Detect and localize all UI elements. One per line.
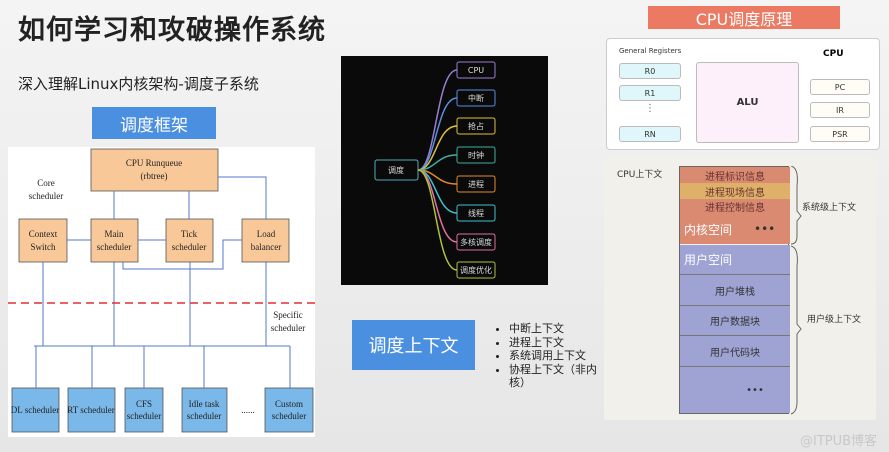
user-space-label: 用户空间 bbox=[680, 245, 790, 275]
process-context-stack: CPU上下文 进程标识信息 进程现场信息 进程控制信息 内核空间 ••• 用户空间… bbox=[604, 156, 876, 420]
load-balancer-box bbox=[241, 218, 290, 263]
user-dots: ••• bbox=[680, 367, 790, 413]
stack-row: 用户代码块 bbox=[680, 336, 790, 367]
mindmap-node: 线程 bbox=[468, 208, 484, 218]
watermark: @ITPUB博客 bbox=[800, 434, 878, 449]
mindmap-node: 进程 bbox=[468, 180, 484, 189]
mindmap-branch bbox=[417, 125, 458, 171]
svg-text:scheduler: scheduler bbox=[97, 242, 131, 252]
svg-text:scheduler: scheduler bbox=[29, 191, 63, 201]
mindmap-node-box bbox=[456, 204, 496, 222]
stack-row: 用户数据块 bbox=[680, 306, 790, 336]
svg-text:balancer: balancer bbox=[251, 242, 281, 252]
stack-row: 进程现场信息 bbox=[680, 183, 790, 199]
mindmap-node-box bbox=[456, 261, 496, 279]
list-item: 协程上下文（非内核） bbox=[509, 363, 607, 390]
list-item: 中断上下文 bbox=[509, 322, 607, 336]
mindmap-branch bbox=[417, 69, 458, 171]
context-switch-box bbox=[18, 218, 68, 263]
svg-text:CPU Runqueue: CPU Runqueue bbox=[126, 158, 182, 168]
kernel-space-label: 内核空间 bbox=[684, 222, 733, 237]
framework-label: 调度框架 bbox=[92, 107, 216, 139]
page-title: 如何学习和攻破操作系统 bbox=[18, 15, 326, 46]
svg-text:scheduler: scheduler bbox=[272, 411, 306, 421]
svg-text:CFS: CFS bbox=[136, 399, 152, 409]
svg-text:Idle task: Idle task bbox=[189, 399, 220, 409]
register-pc: PC bbox=[810, 79, 870, 95]
mindmap-node: 时钟 bbox=[468, 150, 484, 160]
cpu-context-label: CPU上下文 bbox=[617, 170, 663, 180]
kernel-dots: ••• bbox=[754, 222, 776, 236]
alu-box: ALU bbox=[696, 62, 799, 143]
mindmap-node-box bbox=[456, 61, 496, 79]
mindmap-node: 抢占 bbox=[468, 121, 484, 131]
general-registers-label: General Registers bbox=[619, 47, 682, 55]
mindmap-branch bbox=[417, 169, 458, 271]
mindmap-center: 调度 bbox=[388, 165, 404, 175]
svg-text:DL scheduler: DL scheduler bbox=[11, 405, 59, 415]
tick-scheduler-box bbox=[165, 218, 214, 263]
register-ellipsis: ⋮ bbox=[645, 103, 655, 114]
mindmap-node-box bbox=[456, 175, 496, 193]
svg-text:Core: Core bbox=[37, 178, 55, 188]
register-r1: R1 bbox=[619, 85, 681, 101]
user-context-label: 用户级上下文 bbox=[807, 315, 862, 325]
svg-text:Switch: Switch bbox=[30, 242, 56, 252]
stack-row: 进程标识信息 bbox=[680, 167, 790, 183]
register-rn: RN bbox=[619, 126, 681, 142]
stack-row: 进程控制信息 bbox=[680, 199, 790, 214]
svg-text:(rbtree): (rbtree) bbox=[141, 171, 168, 181]
mindmap-branch bbox=[417, 97, 458, 171]
mindmap-node: 多核调度 bbox=[460, 237, 492, 247]
svg-text:Main: Main bbox=[105, 229, 124, 239]
list-item: 系统调用上下文 bbox=[509, 349, 607, 363]
cpu-label: CPU bbox=[823, 49, 844, 59]
subtitle: 深入理解Linux内核架构-调度子系统 bbox=[18, 75, 259, 93]
context-list: 中断上下文 进程上下文 系统调用上下文 协程上下文（非内核） bbox=[497, 322, 607, 390]
mindmap-node: 调度优化 bbox=[460, 265, 492, 275]
mindmap-node: 中断 bbox=[468, 93, 484, 103]
main-scheduler-box bbox=[90, 218, 139, 263]
mindmap-node-box bbox=[456, 233, 496, 251]
scheduler-framework-diagram: CPU Runqueue (rbtree) Core scheduler Speci… bbox=[8, 147, 315, 437]
svg-text:Context: Context bbox=[29, 229, 58, 239]
svg-text:scheduler: scheduler bbox=[187, 411, 221, 421]
cpu-diagram: General Registers R0 R1 ⋮ RN ALU CPU PC … bbox=[606, 38, 880, 150]
svg-text:Specific: Specific bbox=[273, 310, 303, 320]
svg-text:scheduler: scheduler bbox=[127, 411, 161, 421]
list-item: 进程上下文 bbox=[509, 336, 607, 350]
mindmap-node-box bbox=[456, 146, 496, 164]
mindmap-node: CPU bbox=[468, 66, 484, 75]
register-r0: R0 bbox=[619, 63, 681, 79]
mindmap-branch bbox=[417, 169, 458, 243]
mindmap-node-box bbox=[456, 117, 496, 135]
svg-text:scheduler: scheduler bbox=[271, 323, 305, 333]
svg-text:Load: Load bbox=[257, 229, 276, 239]
runqueue-box bbox=[90, 148, 219, 192]
svg-text:RT scheduler: RT scheduler bbox=[67, 405, 115, 415]
svg-text:scheduler: scheduler bbox=[172, 242, 206, 252]
system-context-label: 系统级上下文 bbox=[802, 203, 857, 213]
cpu-title: CPU调度原理 bbox=[648, 6, 840, 29]
svg-text:Tick: Tick bbox=[181, 229, 198, 239]
register-ir: IR bbox=[810, 102, 870, 118]
svg-text:Custom: Custom bbox=[275, 399, 303, 409]
mindmap-branch bbox=[417, 169, 458, 214]
stack-row: 用户堆栈 bbox=[680, 275, 790, 306]
scheduling-mindmap: 调度 CPU 中断抢占时钟进程线程多核调度调度优化 bbox=[341, 56, 548, 285]
svg-text:......: ...... bbox=[241, 405, 255, 415]
context-label: 调度上下文 bbox=[352, 320, 475, 370]
register-psr: PSR bbox=[810, 126, 870, 142]
mindmap-node-box bbox=[456, 89, 496, 107]
